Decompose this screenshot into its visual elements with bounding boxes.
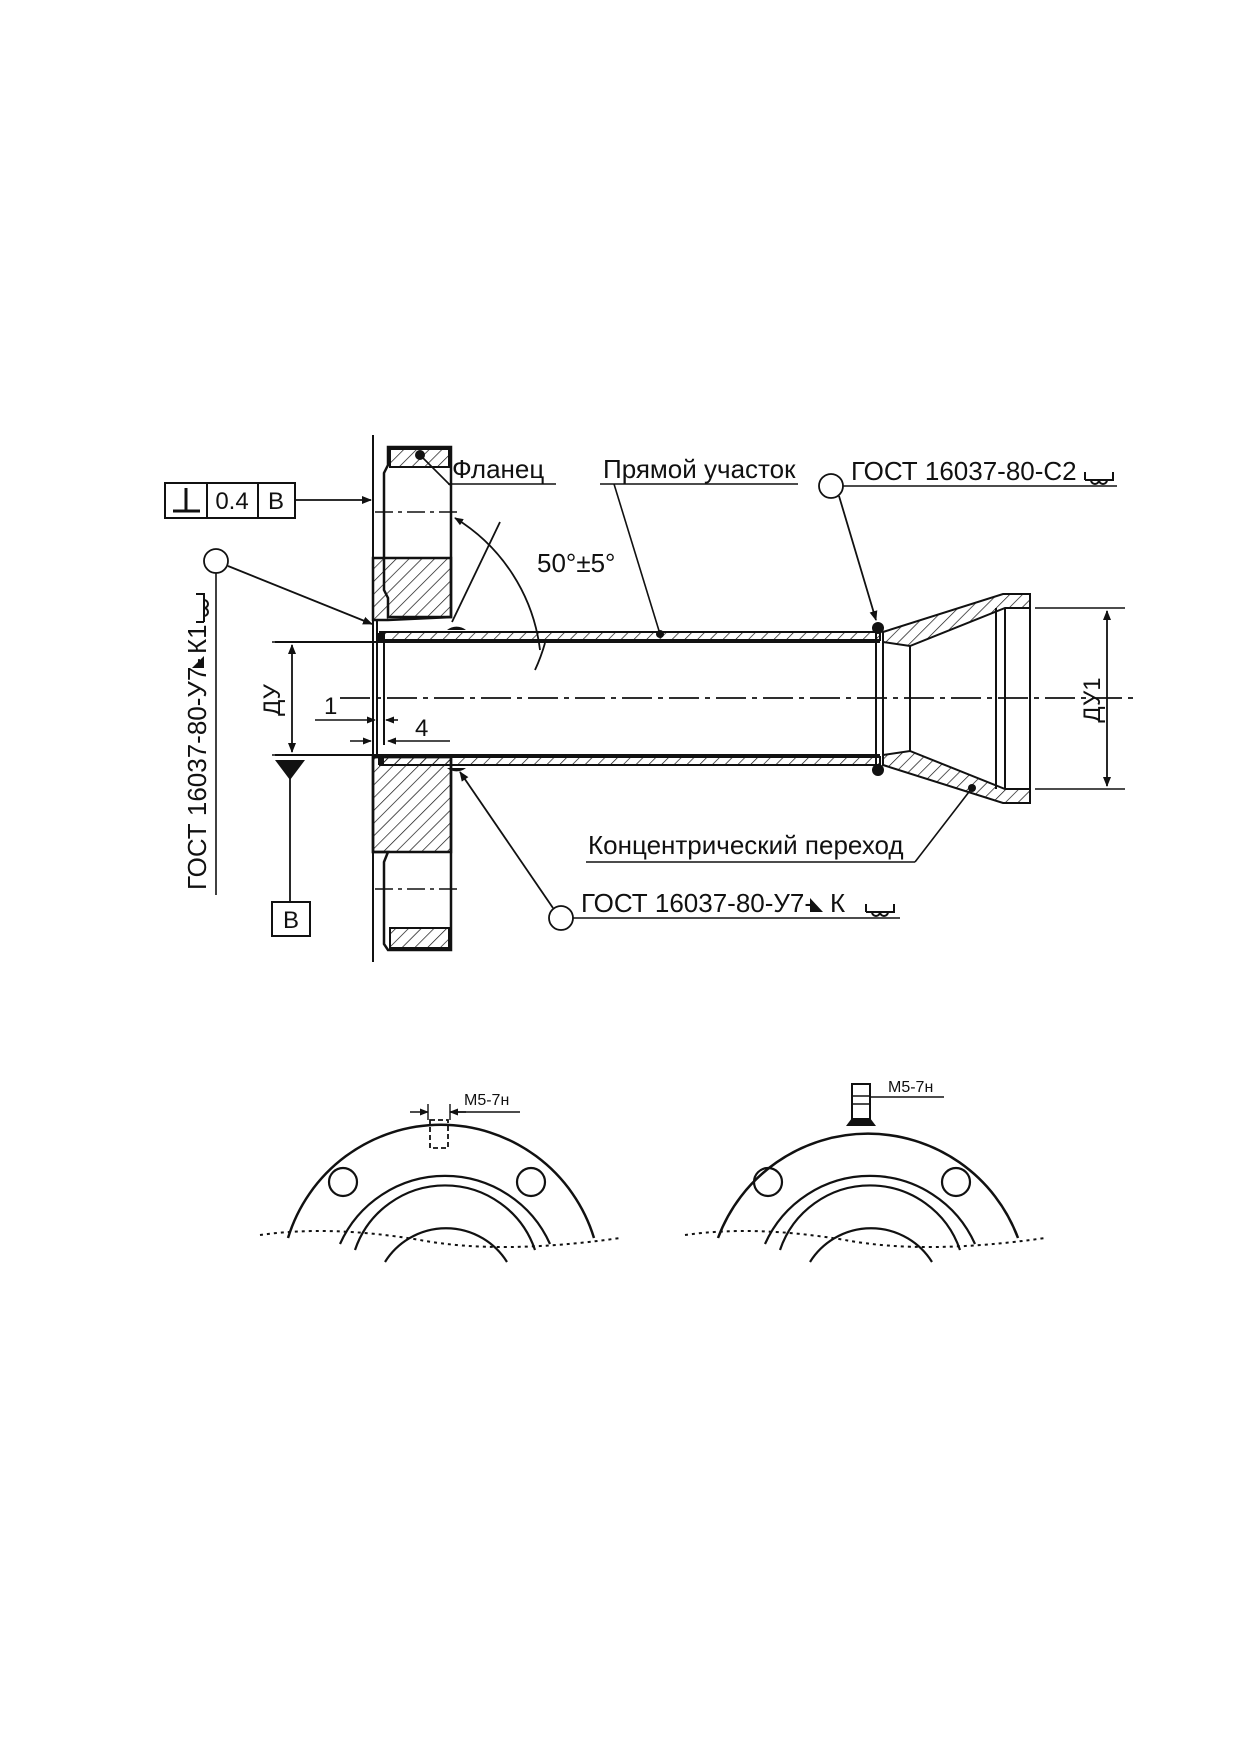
tol-value: 0.4 xyxy=(215,488,248,515)
gost-c2-leader xyxy=(838,495,878,621)
flange-label: Фланец xyxy=(452,454,544,484)
weld-convex-icon xyxy=(865,904,895,917)
weld-leg-icon xyxy=(192,656,204,668)
gost-u7k-label: ГОСТ 16037-80-У7- xyxy=(581,888,813,918)
dim-4-label: 4 xyxy=(415,715,428,742)
flange-leader xyxy=(419,454,451,486)
gost-u7k-k: К xyxy=(830,888,845,918)
gost-u7k1-leader xyxy=(227,565,373,625)
weld-convex-icon xyxy=(196,593,209,623)
weld-leg-icon xyxy=(810,898,823,912)
weld-callout-circle-bottom xyxy=(548,905,574,931)
dimension-du xyxy=(272,641,372,756)
du-label: ДУ xyxy=(259,683,286,716)
du1-label: ДУ1 xyxy=(1079,677,1106,722)
gost-u7k1-group: ГОСТ 16037-80-У7- К1 xyxy=(182,593,212,890)
flange-view-left xyxy=(259,1104,621,1263)
concentric-leader xyxy=(914,787,973,863)
datum-triangle-icon xyxy=(275,760,305,780)
dim-1-label: 1 xyxy=(324,693,337,720)
concentric-label: Концентрический переход xyxy=(588,830,904,860)
straight-leader xyxy=(613,483,661,635)
dimension-du1 xyxy=(1035,607,1125,790)
gost-u7k1-label: ГОСТ 16037-80-У7- xyxy=(182,658,212,890)
weld-callout-circle xyxy=(818,473,844,499)
weld-marks xyxy=(378,450,976,792)
straight-pipe xyxy=(275,631,884,766)
tolerance-frame xyxy=(164,482,372,519)
gost-u7k-leader xyxy=(459,771,554,909)
thread-left-label: М5-7н xyxy=(464,1092,509,1109)
weld-convex-icon xyxy=(1084,472,1114,485)
straight-label: Прямой участок xyxy=(603,454,796,484)
angle-label: 50°±5° xyxy=(537,548,615,578)
datum-b-label: В xyxy=(283,907,299,934)
tol-datum: В xyxy=(268,488,284,515)
perpendicularity-icon xyxy=(173,488,200,513)
flange-view-right xyxy=(684,1083,1046,1263)
weld-callout-circle-left xyxy=(203,548,229,574)
thread-right-label: М5-7н xyxy=(888,1079,933,1096)
datum-b xyxy=(271,760,311,937)
angle-dimension xyxy=(451,517,546,671)
gost-c2-label: ГОСТ 16037-80-С2 xyxy=(851,456,1077,486)
gost-u7k1-k: К1 xyxy=(182,624,212,654)
flange-section xyxy=(371,435,460,962)
